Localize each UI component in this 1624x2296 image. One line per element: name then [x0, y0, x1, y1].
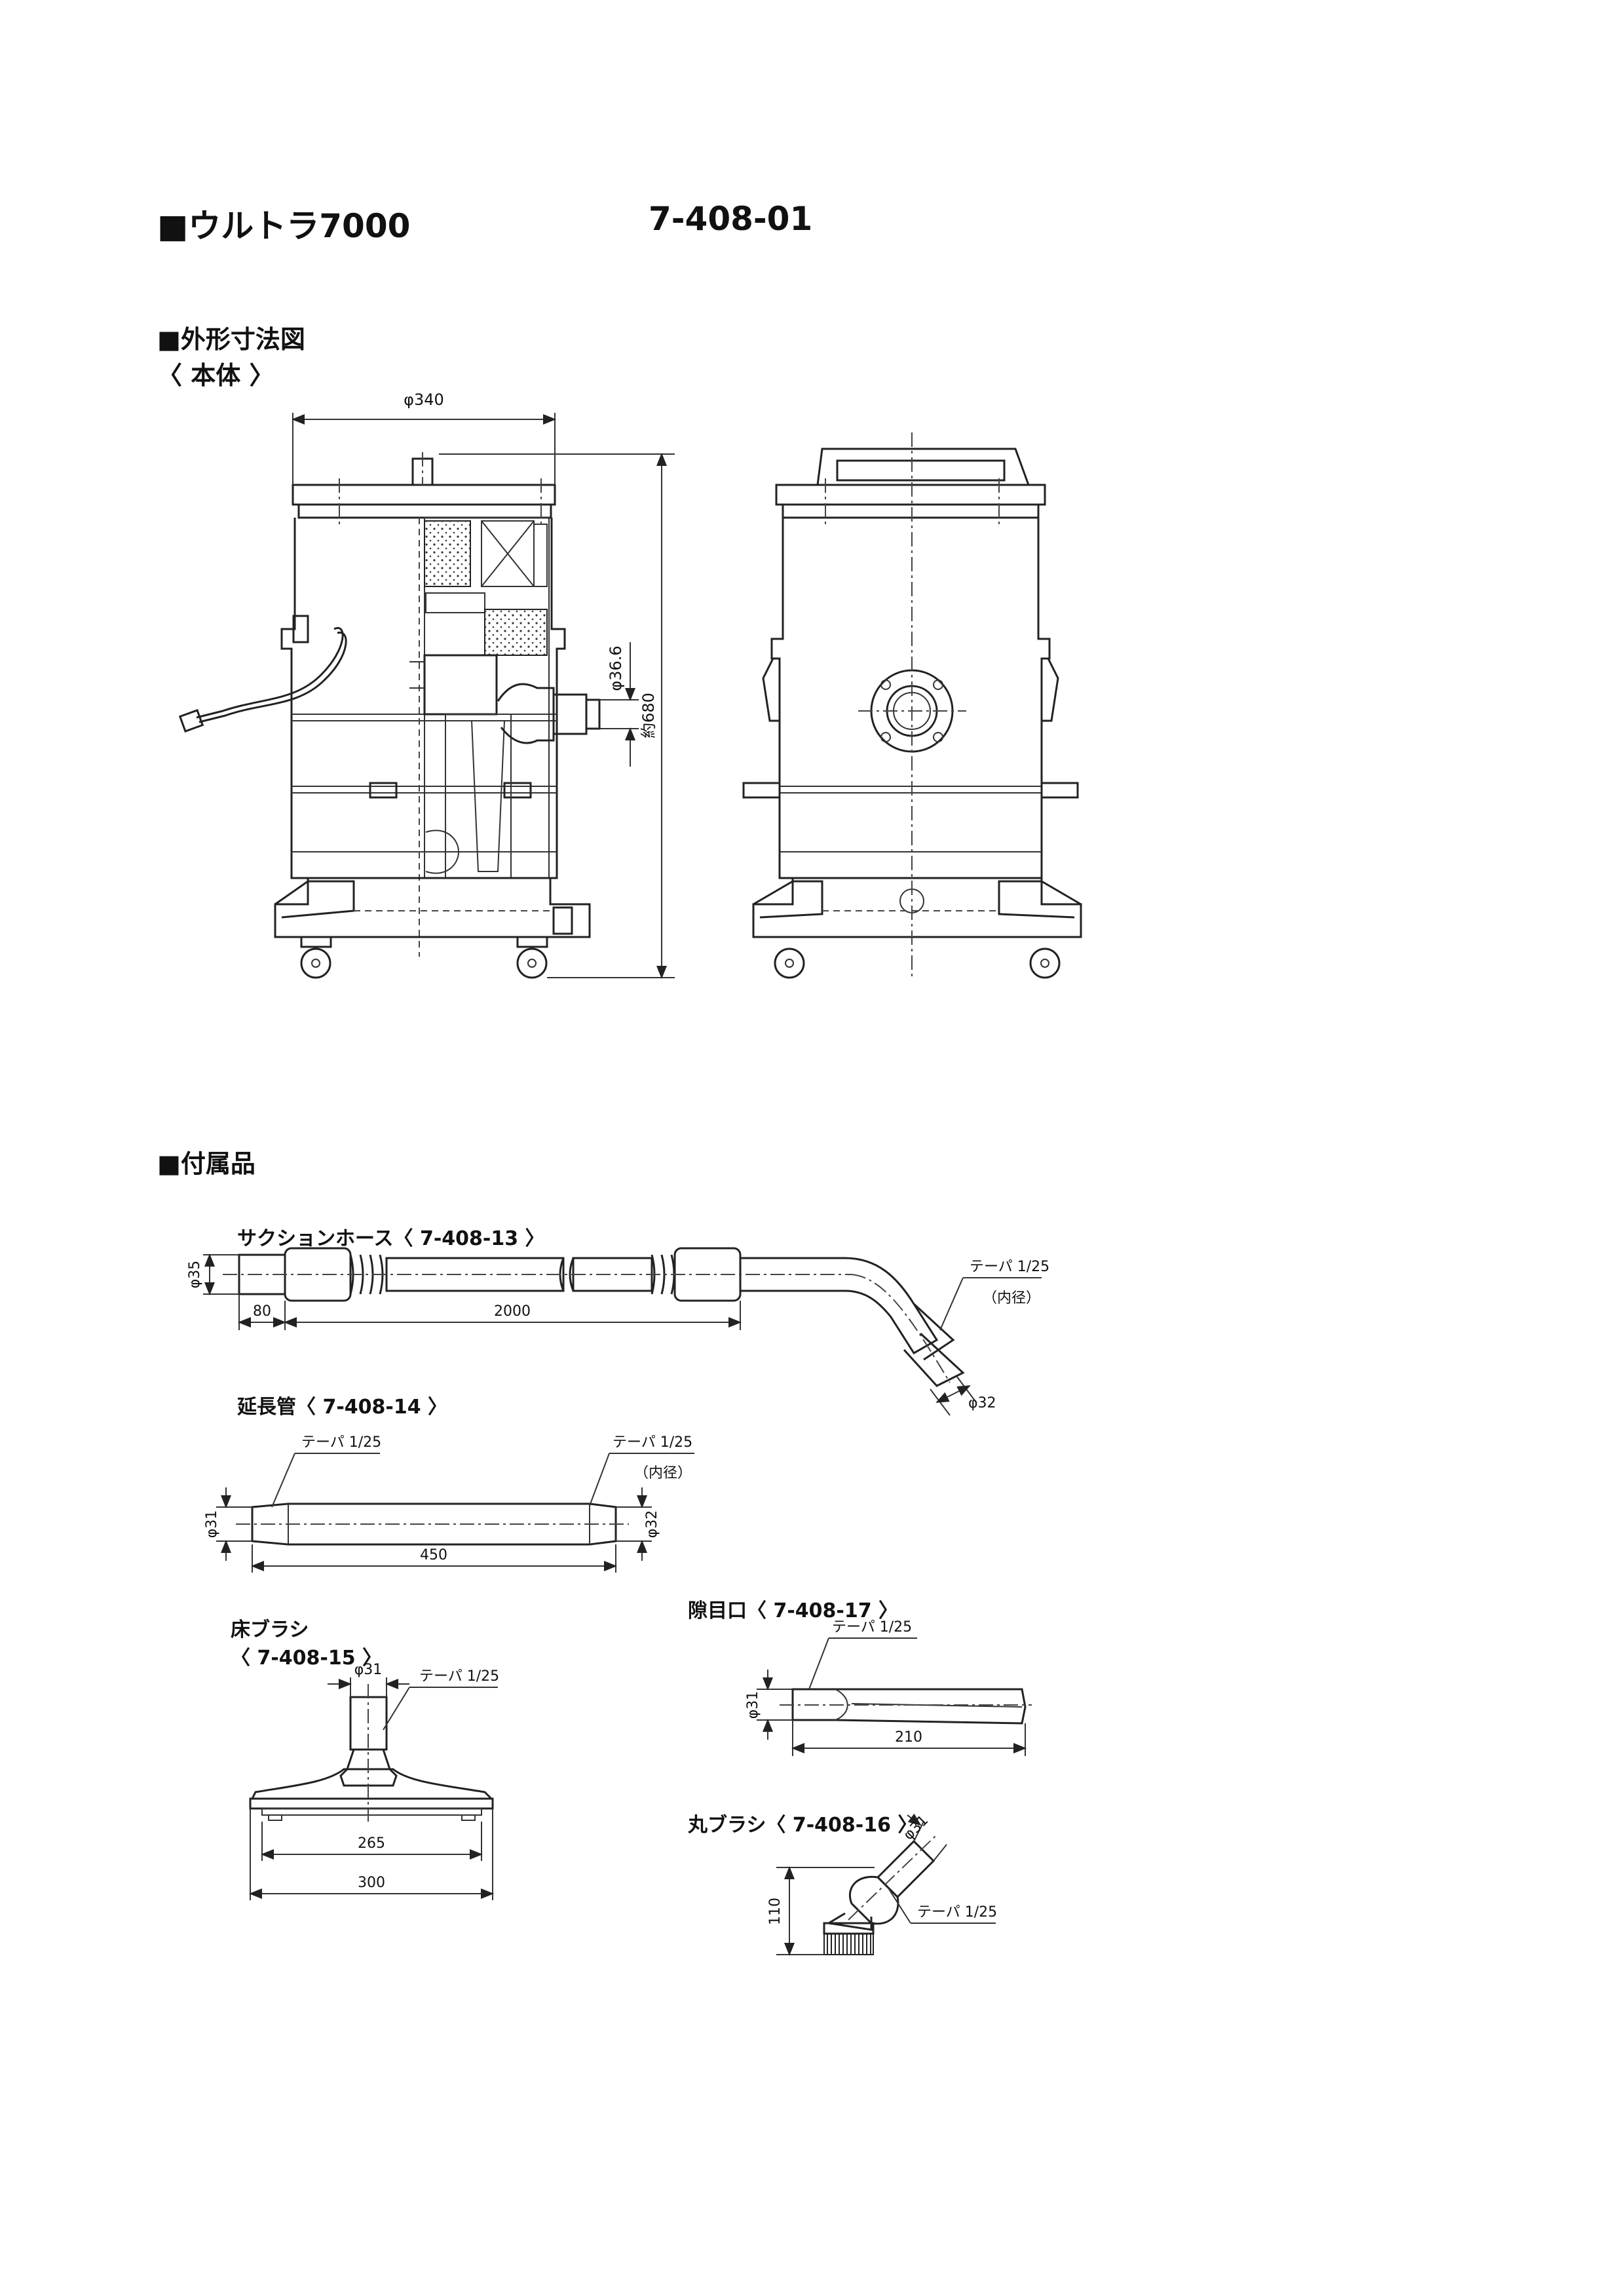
floor-brush-width-outer: 300 — [358, 1875, 385, 1891]
plug — [178, 709, 204, 733]
extension-pipe-drawing: φ31 φ32 450 テーパ 1/25 テーパ 1/25 （内径） — [204, 1434, 694, 1573]
model-code: 7-408-01 — [649, 200, 813, 238]
lid — [292, 484, 556, 506]
hose-len-a: 80 — [253, 1303, 271, 1320]
round-brush-bristles — [823, 1933, 874, 1955]
crevice-length: 210 — [895, 1729, 922, 1746]
front-view — [742, 432, 1082, 979]
floor-brush-title-line2: 〈 7-408-15 〉 — [231, 1647, 383, 1670]
power-switch — [292, 615, 309, 643]
floor-brush-drawing: φ31 テーパ 1/25 265 300 — [249, 1662, 499, 1900]
dim-outlet: φ36.6 — [607, 645, 625, 691]
round-brush-taper: テーパ 1/25 — [917, 1904, 997, 1921]
caster-left — [300, 947, 331, 979]
pipe-title: 延長管〈 7-408-14 〉 — [237, 1396, 448, 1419]
floor-brush-title-line1: 床ブラシ — [231, 1618, 309, 1641]
crevice-nozzle-drawing: φ31 テーパ 1/25 210 — [745, 1619, 1032, 1756]
accessories-section-title: ■付属品 — [157, 1149, 255, 1178]
carry-handle — [836, 459, 1006, 482]
crevice-dia: φ31 — [745, 1691, 761, 1719]
floor-brush-dia: φ31 — [354, 1662, 383, 1678]
floor-brush-taper: テーパ 1/25 — [419, 1668, 499, 1685]
crevice-taper: テーパ 1/25 — [832, 1619, 912, 1636]
suction-hose-drawing: φ35 80 2000 テーパ 1/25 （内径） φ32 — [187, 1247, 1049, 1416]
base — [274, 877, 591, 938]
outline-subtitle: 〈 本体 〉 — [157, 361, 274, 390]
pipe-taper-right: テーパ 1/25 — [613, 1434, 692, 1451]
round-brush-drawing: φ31 110 テーパ 1/25 — [767, 1812, 997, 1956]
side-view: φ340 約680 φ36.6 — [178, 391, 675, 979]
dim-height: 約680 — [639, 693, 658, 738]
round-brush-dia: φ31 — [900, 1812, 932, 1844]
dim-diameter: φ340 — [404, 391, 444, 409]
outline-section-title: ■外形寸法図 — [157, 325, 305, 354]
inlet-port — [497, 683, 555, 744]
front-tank-body — [770, 518, 1051, 879]
hose-taper: テーパ 1/25 — [970, 1259, 1049, 1275]
caster-right — [516, 947, 548, 979]
hose-dia: φ35 — [187, 1261, 203, 1289]
pipe-dia-left: φ31 — [204, 1510, 220, 1539]
round-brush-height: 110 — [767, 1898, 784, 1925]
pipe-length: 450 — [420, 1547, 447, 1563]
hose-title: サクションホース〈 7-408-13 〉 — [237, 1227, 545, 1250]
hose-end-dia: φ32 — [968, 1395, 996, 1411]
round-brush-title: 丸ブラシ〈 7-408-16 〉 — [688, 1814, 918, 1837]
hose-len-b: 2000 — [494, 1303, 531, 1320]
hose-taper-note: （内径） — [983, 1290, 1040, 1307]
crevice-title: 隙目口〈 7-408-17 〉 — [688, 1599, 899, 1622]
pipe-dia-right: φ32 — [644, 1510, 660, 1539]
page-title: ■ウルトラ7000 — [157, 207, 411, 245]
floor-brush-width-inner: 265 — [358, 1835, 385, 1852]
pipe-taper-note: （内径） — [634, 1465, 692, 1482]
pipe-taper-left: テーパ 1/25 — [301, 1434, 381, 1451]
motor-housing — [423, 654, 498, 716]
